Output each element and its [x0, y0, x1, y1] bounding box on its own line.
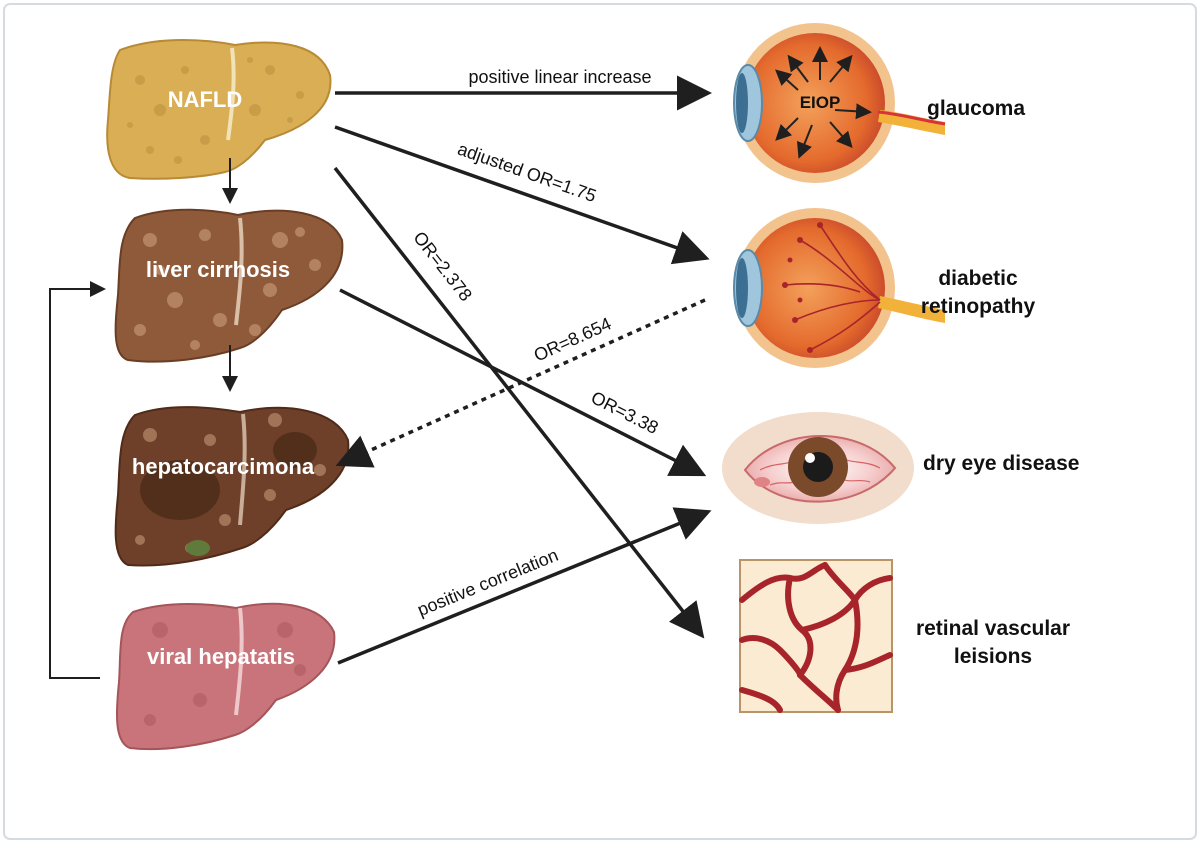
- viral-liver-illustration: viral hepatatis: [115, 602, 336, 751]
- glaucoma-eye-illustration: EIOP: [733, 23, 946, 183]
- retinal-vascular-illustration: [739, 559, 893, 713]
- cirrhosis-liver-illustration: liver cirrhosis: [114, 208, 344, 363]
- dry-eye-illustration: [722, 412, 914, 524]
- hcc-liver-illustration: hepatocarcimona: [114, 406, 350, 567]
- dry-eye-label: dry eye disease: [923, 452, 1079, 475]
- arrow-nafld-to-dr: [334, 125, 710, 265]
- eiop-label: EIOP: [800, 93, 841, 112]
- rvl-label-line2: leisions: [954, 645, 1032, 668]
- cirrhosis-label: liver cirrhosis: [146, 257, 290, 282]
- arrow-nafld-to-rvl: [333, 166, 705, 639]
- edge-label-nafld-glaucoma: positive linear increase: [468, 67, 651, 87]
- rvl-label-line1: retinal vascular: [916, 617, 1070, 640]
- hcc-label: hepatocarcimona: [132, 454, 315, 479]
- arrow-dr-to-hcc: [335, 298, 706, 468]
- nafld-label: NAFLD: [168, 87, 243, 112]
- glaucoma-label: glaucoma: [927, 97, 1025, 120]
- diabetic-retinopathy-eye-illustration: [733, 208, 945, 368]
- nafld-liver-illustration: NAFLD: [106, 39, 332, 180]
- dr-label-line1: diabetic: [938, 267, 1018, 290]
- arrow-viral-to-cirrhosis: [49, 281, 106, 679]
- viral-label: viral hepatatis: [147, 644, 295, 669]
- arrow-viral-to-dry-eye: [337, 507, 712, 665]
- dr-label-line2: retinopathy: [921, 295, 1036, 318]
- arrow-cirrhosis-to-dry-eye: [339, 288, 707, 477]
